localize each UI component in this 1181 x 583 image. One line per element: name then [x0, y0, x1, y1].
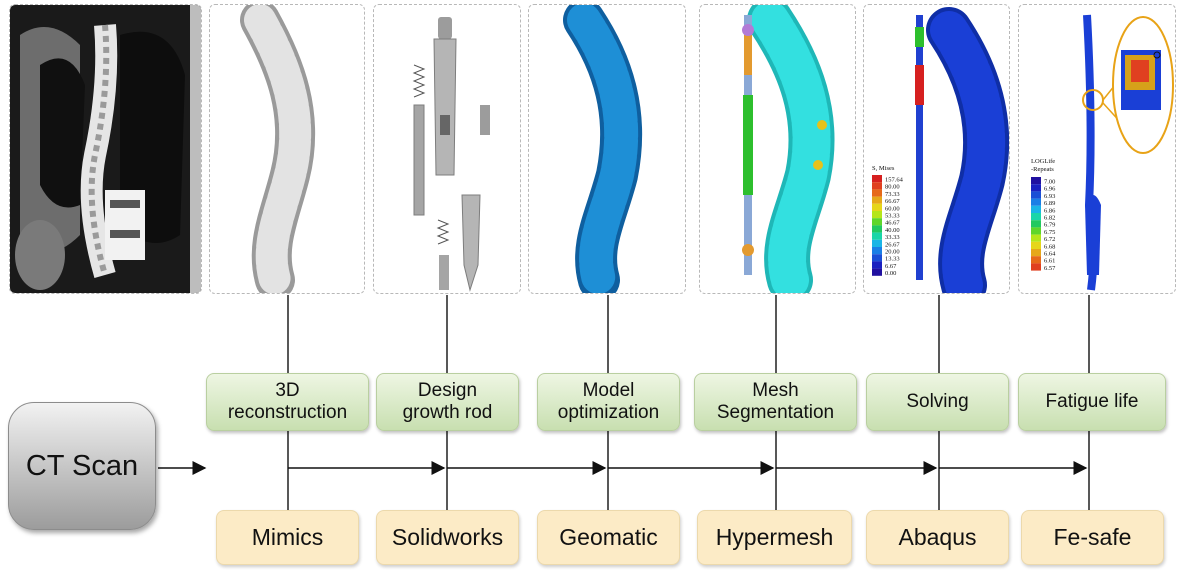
legend-value: 6.93 — [1044, 193, 1055, 200]
legend-swatch — [872, 239, 882, 247]
legend-swatch — [872, 182, 882, 190]
legend-swatch — [872, 175, 882, 183]
legend-swatch — [872, 218, 882, 226]
legend-swatch — [872, 268, 882, 276]
legend-swatch — [872, 189, 882, 197]
legend-value: 6.64 — [1044, 251, 1056, 258]
legend-value: 80.00 — [885, 184, 900, 191]
legend-value: 6.82 — [1044, 215, 1055, 222]
legend-value: 6.86 — [1044, 207, 1056, 214]
legend-value: 40.00 — [885, 227, 900, 234]
legend-swatch — [1031, 191, 1041, 199]
growth-rod-model — [412, 17, 490, 292]
ct-scan-node: CT Scan — [8, 402, 156, 530]
legend-swatch — [1031, 198, 1041, 206]
tool-fe-safe: Fe-safe — [1021, 510, 1164, 565]
legend-swatch — [872, 196, 882, 204]
legend-value: 0.00 — [885, 270, 896, 277]
fatigue-legend: 7.006.966.936.896.866.826.796.756.726.68… — [1031, 177, 1056, 272]
legend-value: 6.57 — [1044, 265, 1056, 272]
mesh-panel — [699, 4, 856, 294]
legend-value: 26.67 — [885, 241, 900, 248]
stage-mesh-segmentation: Mesh Segmentation — [694, 373, 857, 431]
ct-image-panel — [9, 4, 202, 294]
legend-value: 6.75 — [1044, 229, 1055, 236]
legend-swatch — [1031, 213, 1041, 221]
legend-value: 6.96 — [1044, 186, 1056, 193]
stage-model-optimization: Model optimization — [537, 373, 680, 431]
fatigue-legend-title-2: -Repeats — [1031, 166, 1054, 173]
legend-swatch — [872, 254, 882, 262]
legend-swatch — [1031, 241, 1041, 249]
legend-value: 53.33 — [885, 213, 900, 220]
legend-swatch — [872, 225, 882, 233]
legend-swatch — [1031, 227, 1041, 235]
legend-value: 66.67 — [885, 198, 900, 205]
fatigue-legend-title-1: LOGLife — [1031, 158, 1055, 165]
stress-legend-title: S, Mises — [872, 165, 895, 172]
legend-swatch — [1031, 184, 1041, 192]
tool-abaqus: Abaqus — [866, 510, 1009, 565]
stage-solving: Solving — [866, 373, 1009, 431]
growth-rod-panel — [373, 4, 521, 294]
stage-design-growth-rod: Design growth rod — [376, 373, 519, 431]
legend-value: 13.33 — [885, 256, 900, 263]
legend-swatch — [872, 211, 882, 219]
legend-value: 6.89 — [1044, 200, 1055, 207]
legend-swatch — [1031, 263, 1041, 271]
legend-value: 6.68 — [1044, 243, 1055, 250]
mesh-model — [742, 5, 835, 293]
tool-mimics: Mimics — [216, 510, 359, 565]
fatigue-result-model: LOGLife -Repeats 7.006.966.936.896.866.8… — [1031, 14, 1174, 291]
legend-value: 157.64 — [885, 177, 904, 184]
spine-model-gray — [240, 5, 316, 293]
legend-value: 6.72 — [1044, 236, 1055, 243]
legend-swatch — [872, 203, 882, 211]
legend-swatch — [1031, 220, 1041, 228]
legend-swatch — [872, 247, 882, 255]
legend-value: 20.00 — [885, 249, 900, 256]
tool-hypermesh: Hypermesh — [697, 510, 852, 565]
stress-result-model: S, Mises 157.6480.0073.3366.6760.0053.33… — [872, 7, 1009, 293]
legend-value: 6.61 — [1044, 258, 1055, 265]
spine-model-blue — [563, 5, 643, 293]
legend-value: 73.33 — [885, 191, 900, 198]
legend-value: 46.67 — [885, 220, 900, 227]
legend-value: 6.67 — [885, 263, 897, 270]
tool-geomatic: Geomatic — [537, 510, 680, 565]
legend-swatch — [872, 232, 882, 240]
legend-swatch — [1031, 177, 1041, 185]
stage-3d-reconstruction: 3D reconstruction — [206, 373, 369, 431]
legend-value: 7.00 — [1044, 179, 1055, 186]
ct-scan-image — [10, 5, 201, 293]
legend-swatch — [1031, 205, 1041, 213]
legend-value: 60.00 — [885, 205, 900, 212]
stress-legend: 157.6480.0073.3366.6760.0053.3346.6740.0… — [872, 175, 904, 277]
tool-solidworks: Solidworks — [376, 510, 519, 565]
legend-swatch — [1031, 256, 1041, 264]
legend-swatch — [872, 261, 882, 269]
reconstruction-panel — [209, 4, 365, 294]
legend-swatch — [1031, 234, 1041, 242]
legend-value: 6.79 — [1044, 222, 1055, 229]
legend-value: 33.33 — [885, 234, 900, 241]
legend-swatch — [1031, 249, 1041, 257]
stage-fatigue-life: Fatigue life — [1018, 373, 1166, 431]
optimization-panel — [528, 4, 686, 294]
